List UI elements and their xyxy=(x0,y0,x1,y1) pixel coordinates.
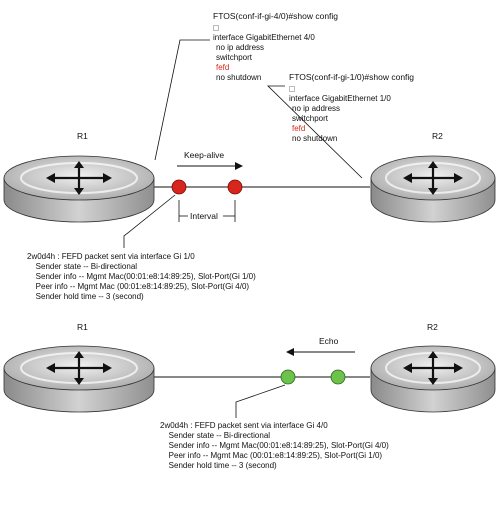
keepalive-packet-1 xyxy=(171,179,187,195)
log-line: Peer info -- Mgmt Mac (00:01:e8:14:89:25… xyxy=(29,282,250,291)
log-line: Sender state -- Bi-directional xyxy=(29,262,138,271)
blank-glyph-icon xyxy=(213,25,219,31)
router-r2-bottom xyxy=(370,345,496,413)
log-line: Sender hold time -- 3 (second) xyxy=(29,292,144,301)
config-gi40-line: no shutdown xyxy=(216,73,262,82)
callout-gi10 xyxy=(267,85,363,179)
config-gi40-line: switchport xyxy=(216,53,253,62)
config-gi40-line: interface GigabitEthernet 4/0 xyxy=(213,33,315,42)
keepalive-label: Keep-alive xyxy=(184,150,225,160)
config-gi10-line: no ip address xyxy=(292,104,341,113)
log-line: 2w0d4h : FEFD packet sent via interface … xyxy=(27,252,195,261)
echo-packet-1 xyxy=(280,369,296,385)
log-line: Sender info -- Mgmt Mac(00:01:e8:14:89:2… xyxy=(29,272,256,281)
interval-bracket xyxy=(178,200,236,222)
log-line: 2w0d4h : FEFD packet sent via interface … xyxy=(160,421,328,430)
echo-packet-2 xyxy=(330,369,346,385)
r1-label-bottom: R1 xyxy=(77,322,88,332)
log-line: Sender state -- Bi-directional xyxy=(162,431,271,440)
keepalive-packet-2 xyxy=(227,179,243,195)
log-line: Peer info -- Mgmt Mac (00:01:e8:14:89:25… xyxy=(162,451,383,460)
callout-log-top xyxy=(123,194,176,248)
config-gi40-fefd: fefd xyxy=(216,63,230,72)
config-gi10-line: interface GigabitEthernet 1/0 xyxy=(289,94,391,103)
router-r1-bottom xyxy=(3,345,155,413)
config-gi10-line: no shutdown xyxy=(292,134,338,143)
r1-label-top: R1 xyxy=(77,131,88,141)
config-gi10-line: switchport xyxy=(292,114,329,123)
echo-label: Echo xyxy=(319,336,339,346)
callout-log-bottom xyxy=(235,384,286,418)
r2-label-bottom: R2 xyxy=(427,322,438,332)
router-r1-top xyxy=(3,155,155,223)
config-gi40-line: no ip address xyxy=(216,43,265,52)
r2-label-top: R2 xyxy=(432,131,443,141)
log-line: Sender hold time -- 3 (second) xyxy=(162,461,277,470)
config-gi10-fefd: fefd xyxy=(292,124,306,133)
blank-glyph-icon xyxy=(289,86,295,92)
config-gi40-prompt: FTOS(conf-if-gi-4/0)#show config xyxy=(213,11,339,21)
interval-label: Interval xyxy=(190,211,218,221)
callout-gi40 xyxy=(154,39,210,161)
router-r2-top xyxy=(370,155,496,223)
log-line: Sender info -- Mgmt Mac(00:01:e8:14:89:2… xyxy=(162,441,389,450)
config-gi10-prompt: FTOS(conf-if-gi-1/0)#show config xyxy=(289,72,415,82)
